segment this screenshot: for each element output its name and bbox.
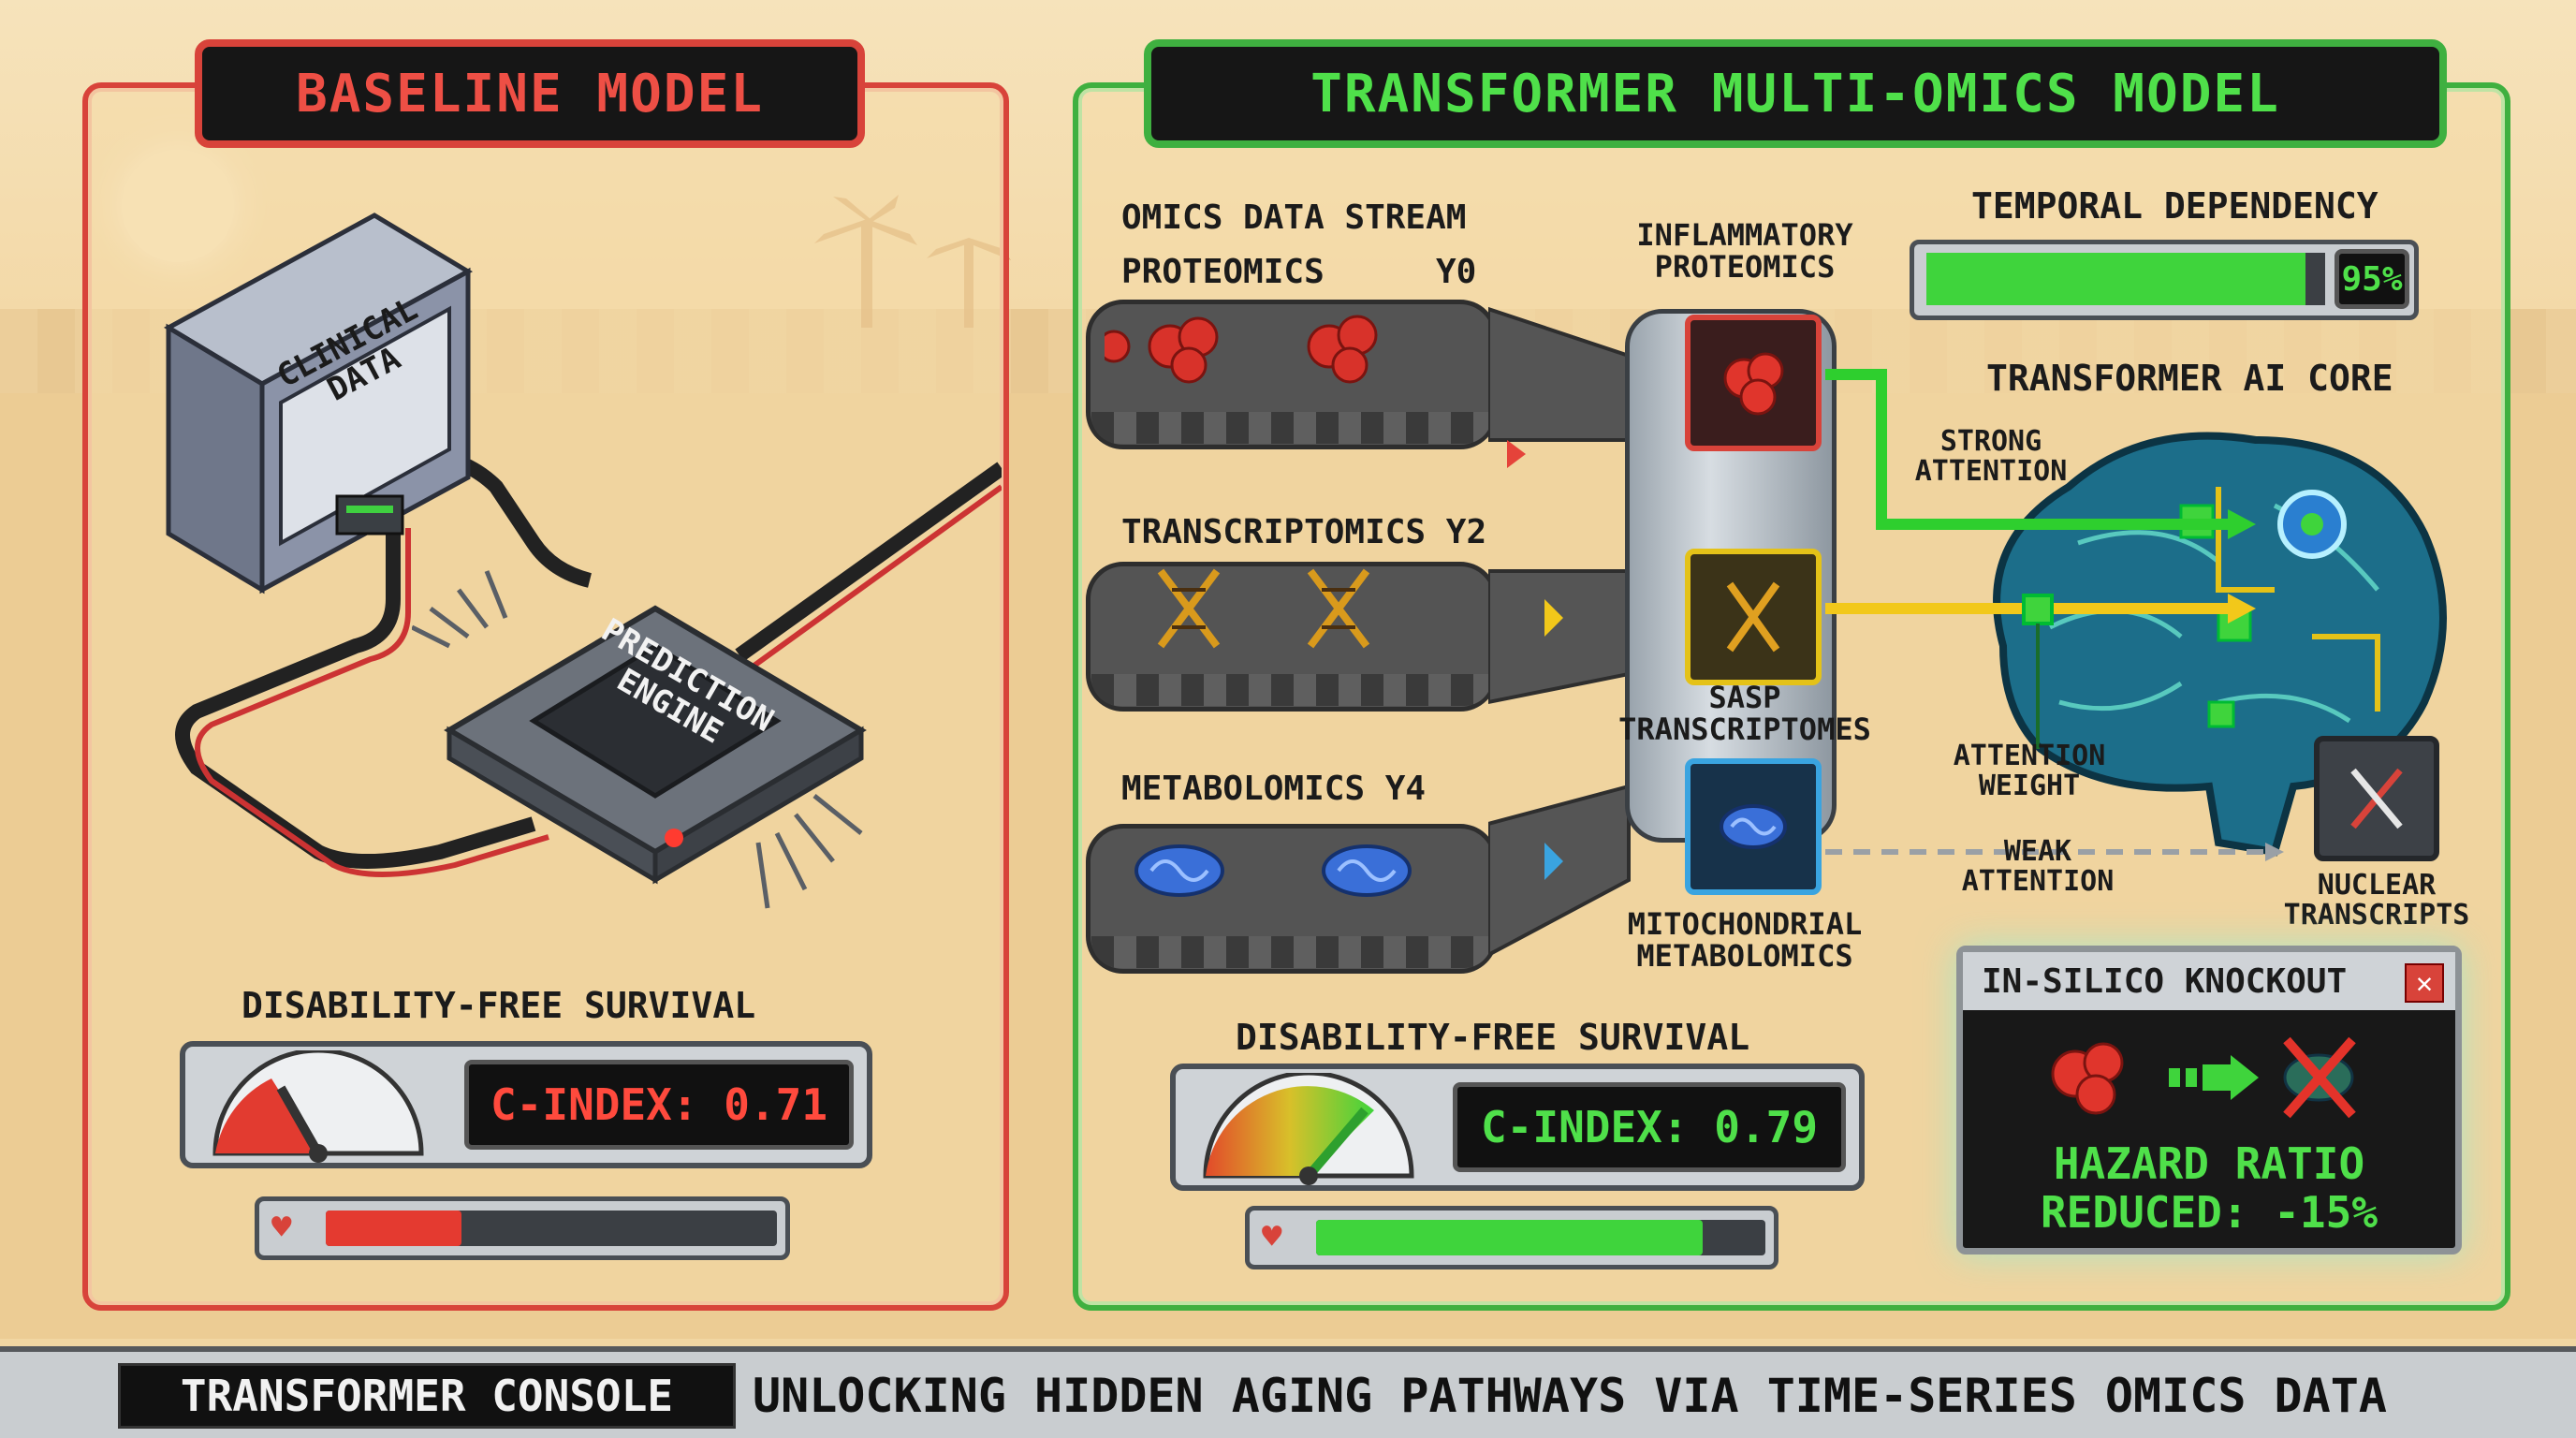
- mito-label: MITOCHONDRIAL METABOLOMICS: [1627, 906, 1863, 974]
- heart-icon: ♥: [1262, 1218, 1282, 1256]
- transcriptomics-label: TRANSCRIPTOMICS Y2: [1121, 513, 1487, 551]
- dna-icon: [1726, 581, 1780, 653]
- temporal-label: TEMPORAL DEPENDENCY: [1971, 185, 2378, 227]
- knockout-diagram: [2051, 1036, 2356, 1119]
- transformer-health-fill: [1316, 1220, 1703, 1255]
- footer-badge: TRANSFORMER CONSOLE: [118, 1363, 736, 1429]
- baseline-title: BASELINE MODEL: [195, 39, 865, 148]
- transcriptomics-belt-track: [1091, 674, 1492, 706]
- transformer-survival-label: DISABILITY-FREE SURVIVAL: [1236, 1017, 1750, 1058]
- sasp-label: SASP TRANSCRIPTOMES: [1618, 680, 1871, 747]
- baseline-health-fill: [326, 1211, 461, 1246]
- clinical-data-icon: [163, 213, 474, 594]
- inflammatory-label: INFLAMMATORY PROTEOMICS: [1636, 217, 1853, 285]
- weak-attention-label: WEAK ATTENTION: [1961, 835, 2115, 898]
- inflammatory-slot: [1685, 315, 1822, 451]
- chip-icon: [412, 570, 867, 909]
- baseline-c-index: C-INDEX: 0.71: [464, 1060, 854, 1150]
- stream-funnels: [1488, 306, 1631, 958]
- mito-slot: [1685, 758, 1822, 895]
- temporal-value: 95%: [2334, 249, 2409, 309]
- baseline-speedometer: [212, 1050, 424, 1163]
- transformer-c-index: C-INDEX: 0.79: [1453, 1082, 1846, 1172]
- sasp-slot: [1685, 549, 1822, 685]
- knockout-title: IN-SILICO KNOCKOUT: [1963, 952, 2455, 1010]
- close-icon[interactable]: ✕: [2405, 963, 2444, 1003]
- attention-arrows: [1825, 369, 2284, 861]
- knockout-panel: IN-SILICO KNOCKOUT ✕ HAZARD RATIO REDUCE…: [1956, 946, 2462, 1255]
- hazard-line2: REDUCED: -15%: [2040, 1187, 2378, 1238]
- attention-weight-label: ATTENTION WEIGHT: [1953, 740, 2106, 802]
- transformer-speedometer: [1203, 1073, 1414, 1185]
- mitochondria-icon: [1134, 844, 1412, 897]
- hazard-line1: HAZARD RATIO: [2053, 1138, 2365, 1189]
- proteomics-belt-track: [1091, 412, 1492, 444]
- metabolomics-label: METABOLOMICS Y4: [1121, 770, 1427, 808]
- nuclear-label: NUCLEAR TRANSCRIPTS: [2283, 869, 2470, 932]
- nuclear-slot: [2314, 736, 2439, 861]
- proteomics-year: Y0: [1436, 253, 1477, 291]
- dna-icon: [1157, 568, 1370, 649]
- metabolomics-belt-track: [1091, 936, 1492, 968]
- core-label: TRANSFORMER AI CORE: [1986, 358, 2393, 399]
- temporal-fill: [1926, 253, 2305, 305]
- baseline-survival-label: DISABILITY-FREE SURVIVAL: [242, 985, 756, 1026]
- protein-icon: [1105, 315, 1378, 384]
- mitochondria-icon: [1720, 804, 1787, 849]
- heart-icon: ♥: [271, 1209, 292, 1247]
- dna-icon: [2350, 768, 2403, 829]
- footer-text: UNLOCKING HIDDEN AGING PATHWAYS VIA TIME…: [753, 1369, 2387, 1423]
- stream-header: OMICS DATA STREAM: [1121, 198, 1467, 237]
- strong-attention-label: STRONG ATTENTION: [1914, 425, 2068, 488]
- transformer-title: TRANSFORMER MULTI-OMICS MODEL: [1144, 39, 2447, 148]
- proteomics-label: PROTEOMICS: [1121, 253, 1325, 291]
- protein-icon: [1723, 352, 1784, 416]
